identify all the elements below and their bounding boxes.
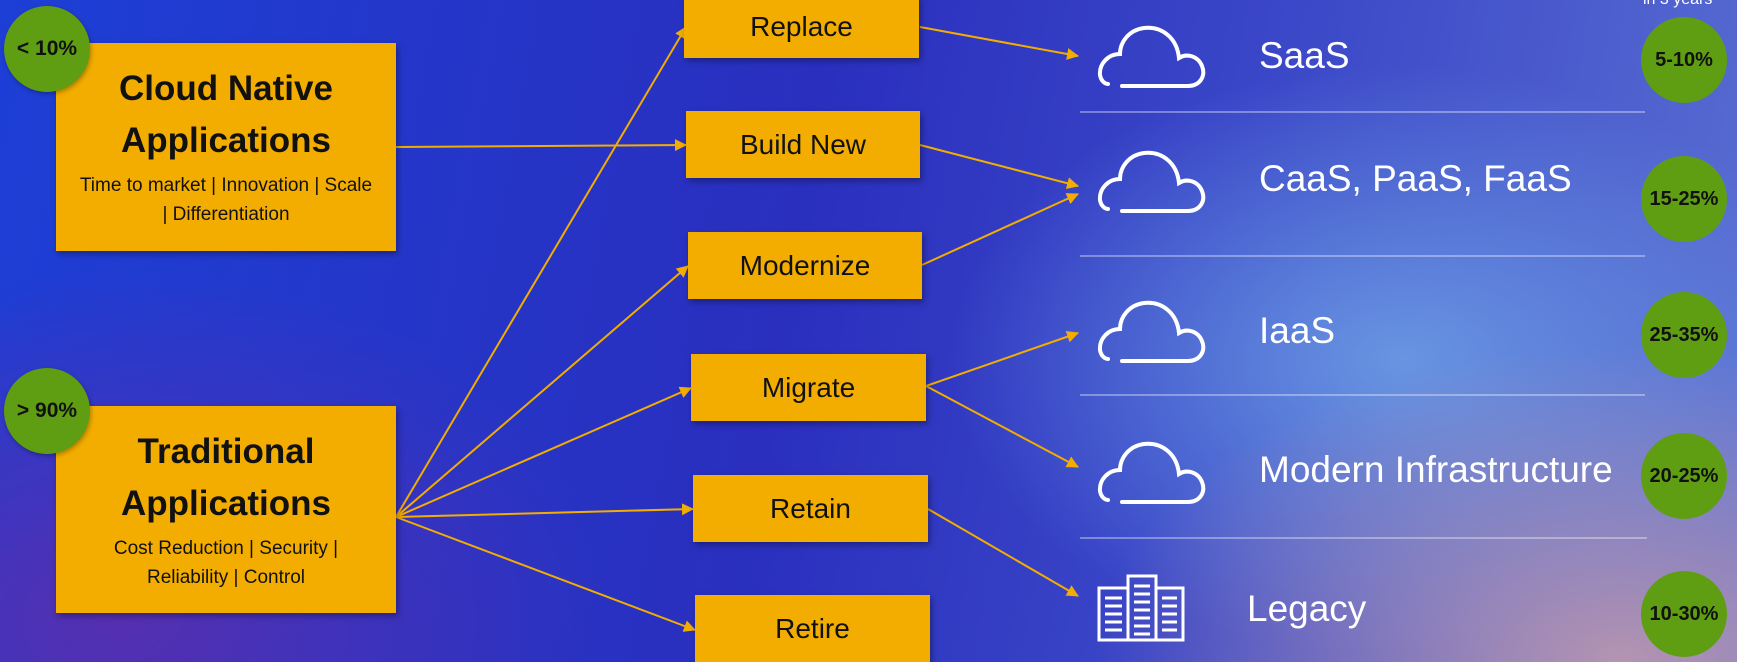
target-label-iaas: IaaS	[1259, 310, 1336, 351]
building-icon	[1097, 574, 1185, 642]
cloud-icon	[1097, 25, 1206, 88]
share-badge-cloud-native: < 10%	[4, 6, 90, 92]
source-title: Traditional Applications	[120, 432, 332, 523]
source-traditional: Traditional Applications Cost Reduction …	[56, 406, 396, 613]
cloud-icon	[1097, 441, 1206, 504]
strategy-modernize: Modernize	[688, 232, 922, 299]
target-label-caas-paas-faas: CaaS, PaaS, FaaS	[1259, 158, 1572, 199]
pct-badge-saas: 5-10%	[1641, 17, 1727, 103]
top-note: in 3 years	[1643, 0, 1712, 9]
cloud-icon	[1097, 300, 1206, 363]
arrow-traditional-retain	[395, 503, 694, 518]
separator	[1080, 537, 1647, 539]
arrow-retain-legacy	[927, 508, 1079, 597]
source-subtitle: Cost Reduction | Security | Reliability …	[113, 538, 339, 588]
pct-badge-iaas: 25-35%	[1641, 292, 1727, 378]
strategy-replace: Replace	[684, 0, 919, 58]
strategy-retire: Retire	[695, 595, 930, 662]
strategy-migrate: Migrate	[691, 354, 926, 421]
target-label-saas: SaaS	[1259, 35, 1350, 76]
arrow-traditional-modernize	[395, 265, 689, 518]
arrow-buildnew-caas	[919, 144, 1079, 190]
pct-badge-modern-infrastructure: 20-25%	[1641, 433, 1727, 519]
source-cloud-native: Cloud Native Applications Time to market…	[56, 43, 396, 251]
arrow-replace-saas	[919, 26, 1079, 60]
strategy-build-new: Build New	[686, 111, 920, 178]
arrow-migrate-iaas	[925, 330, 1079, 387]
arrow-traditional-migrate	[395, 386, 692, 518]
cloud-icon	[1097, 150, 1206, 213]
arrow-traditional-retire	[395, 516, 696, 632]
target-label-modern-infrastructure: Modern Infrastructure	[1259, 449, 1613, 490]
arrow-migrate-modinfra	[925, 385, 1079, 468]
arrow-cloudnative-buildnew	[395, 139, 687, 152]
source-subtitle: Time to market | Innovation | Scale | Di…	[79, 175, 373, 225]
target-label-legacy: Legacy	[1247, 588, 1367, 629]
pct-badge-caas-paas-faas: 15-25%	[1641, 156, 1727, 242]
separator	[1080, 255, 1645, 257]
arrow-modernize-caas	[921, 193, 1079, 266]
separator	[1080, 111, 1645, 113]
share-badge-traditional: > 90%	[4, 368, 90, 454]
arrow-traditional-replace	[395, 26, 687, 518]
separator	[1080, 394, 1645, 396]
pct-badge-legacy: 10-30%	[1641, 571, 1727, 657]
strategy-retain: Retain	[693, 475, 928, 542]
source-title: Cloud Native Applications	[119, 69, 333, 160]
